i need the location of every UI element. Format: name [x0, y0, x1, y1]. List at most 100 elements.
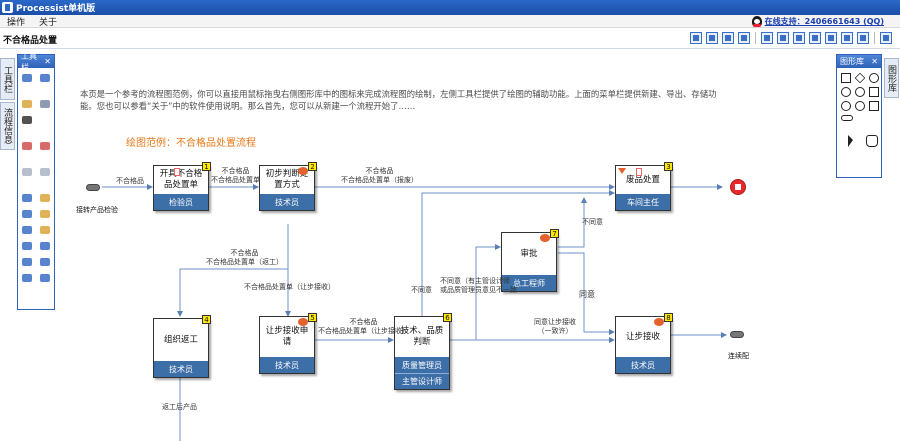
arrow-down-icon[interactable]: [809, 32, 821, 44]
arrow-down-icon: [618, 168, 626, 174]
align-right-icon[interactable]: [21, 224, 34, 236]
flow-node-1[interactable]: 1 开具不合格品处置单 检验员: [153, 162, 211, 211]
comment-icon: [654, 318, 664, 326]
node-number: 7: [550, 229, 559, 238]
node-title: 审批: [520, 248, 538, 259]
start-event-icon[interactable]: [841, 87, 851, 97]
support-link[interactable]: 在线支持：2406661643 (QQ): [764, 17, 884, 26]
node-title: 废品处置: [625, 174, 660, 185]
undo-icon[interactable]: [21, 72, 34, 84]
flow-node-8[interactable]: 8 让步接收 技术员: [615, 313, 673, 374]
flow-node-3[interactable]: 3 废品处置 车间主任: [615, 162, 673, 211]
tool-separator: [21, 182, 55, 188]
same-size-icon[interactable]: [21, 256, 34, 268]
node-title: 技术、品质判断: [400, 326, 444, 347]
shape-panel-title: 图形库: [840, 57, 864, 66]
group-tool-icon[interactable]: [21, 166, 34, 178]
left-tabs: 工具栏 流程信息: [0, 58, 16, 152]
align-center-icon[interactable]: [21, 208, 34, 220]
refresh-icon[interactable]: [761, 32, 773, 44]
diagram-canvas[interactable]: 本页是一个参考的流程图范例，你可以直接用鼠标拖曳右侧图形库中的图标来完成流程图的…: [56, 50, 834, 441]
end-event-icon[interactable]: [855, 101, 865, 111]
new-icon[interactable]: [690, 32, 702, 44]
edge-label: 不同意: [582, 218, 603, 226]
arrow-top-icon[interactable]: [793, 32, 805, 44]
align-middle-icon[interactable]: [39, 208, 52, 220]
tab-flow-info[interactable]: 流程信息: [0, 102, 15, 150]
distribute-h-icon[interactable]: [21, 240, 34, 252]
copy-icon[interactable]: [39, 98, 52, 110]
shape-tools: [837, 121, 881, 147]
timer-event-icon[interactable]: [841, 101, 851, 111]
tab-shape-library[interactable]: 图形库: [884, 58, 899, 98]
number-icon[interactable]: [21, 272, 34, 284]
align-left-icon[interactable]: [21, 192, 34, 204]
start-connector[interactable]: [86, 184, 100, 191]
node-role: 检验员: [154, 194, 208, 210]
next-connector[interactable]: [730, 331, 744, 338]
send-back-icon[interactable]: [39, 140, 52, 152]
image-shape-icon[interactable]: [869, 101, 879, 111]
save-icon[interactable]: [706, 32, 718, 44]
toolbar-separator: [755, 32, 756, 44]
hand-icon[interactable]: [866, 135, 878, 147]
bring-front-icon[interactable]: [21, 140, 34, 152]
node-role: 车间主任: [616, 194, 670, 210]
node-title: 组织返工: [163, 334, 198, 345]
document-shape-icon[interactable]: [869, 87, 879, 97]
intro-text: 本页是一个参考的流程图范例，你可以直接用鼠标拖曳右侧图形库中的图标来完成流程图的…: [80, 89, 717, 111]
end-event[interactable]: [730, 179, 746, 195]
align-bottom-icon[interactable]: [39, 224, 52, 236]
flow-node-6[interactable]: 6 技术、品质判断 质量管理员 主管设计师: [394, 313, 452, 390]
node-number: 6: [443, 313, 452, 322]
shape-panel-header: 图形库 ✕: [837, 55, 881, 68]
rectangle-shape-icon[interactable]: [841, 73, 851, 83]
online-support[interactable]: 在线支持：2406661643 (QQ): [751, 16, 884, 27]
shape-library-panel: 图形库 ✕: [836, 54, 882, 178]
export-icon[interactable]: [738, 32, 750, 44]
group-icon[interactable]: [841, 32, 853, 44]
delete-icon[interactable]: [21, 114, 34, 126]
window-title: Processist单机版: [16, 4, 96, 14]
node-role: 技术员: [154, 361, 208, 377]
close-icon[interactable]: ✕: [44, 57, 51, 66]
flow-node-4[interactable]: 4 组织返工 技术员: [153, 315, 211, 378]
tool-panel-title: 工具栏: [21, 51, 37, 72]
distribute-v-icon[interactable]: [39, 240, 52, 252]
save-as-icon[interactable]: [722, 32, 734, 44]
connector-shape-icon[interactable]: [841, 115, 853, 121]
pointer-icon[interactable]: [846, 135, 858, 147]
diamond-shape-icon[interactable]: [854, 72, 866, 84]
edge-label: 不同意: [411, 286, 432, 294]
node-title: 开具不合格品处置单: [159, 169, 203, 190]
cross-event-icon[interactable]: [855, 87, 865, 97]
comment-icon: [298, 167, 308, 175]
tab-toolbar[interactable]: 工具栏: [0, 58, 15, 100]
flow-node-2[interactable]: 2 初步判断处置方式 技术员: [259, 162, 317, 211]
ungroup-tool-icon[interactable]: [39, 166, 52, 178]
node-title: 初步判断处置方式: [265, 169, 309, 190]
next-label: 连续配: [728, 352, 749, 360]
flow-node-5[interactable]: 5 让步接收申请 技术员: [259, 313, 317, 374]
menu-operate[interactable]: 操作: [7, 17, 26, 28]
tool-panel-header: 工具栏 ✕: [18, 52, 54, 72]
menu-about[interactable]: 关于: [39, 17, 58, 28]
circle-shape-icon[interactable]: [869, 73, 879, 83]
edge-label: 不同意（有主管设计师 或品质管理员意见不一致: [440, 277, 517, 294]
flow-node-7[interactable]: 7 审批 总工程师: [501, 229, 559, 292]
node-number: 8: [664, 313, 673, 322]
copy-format-icon[interactable]: [880, 32, 892, 44]
same-width-icon[interactable]: [39, 256, 52, 268]
align-top-icon[interactable]: [39, 192, 52, 204]
close-icon[interactable]: ✕: [871, 57, 878, 66]
ungroup-icon[interactable]: [857, 32, 869, 44]
arrow-bottom-icon[interactable]: [825, 32, 837, 44]
paste-icon[interactable]: [21, 98, 34, 110]
qq-icon: [751, 16, 762, 27]
layout-icon[interactable]: [39, 272, 52, 284]
arrow-up-icon[interactable]: [777, 32, 789, 44]
redo-icon[interactable]: [39, 72, 52, 84]
edge-label: 不合格品 不合格品处置单: [211, 167, 260, 184]
start-label: 接转产品检验: [76, 206, 118, 214]
